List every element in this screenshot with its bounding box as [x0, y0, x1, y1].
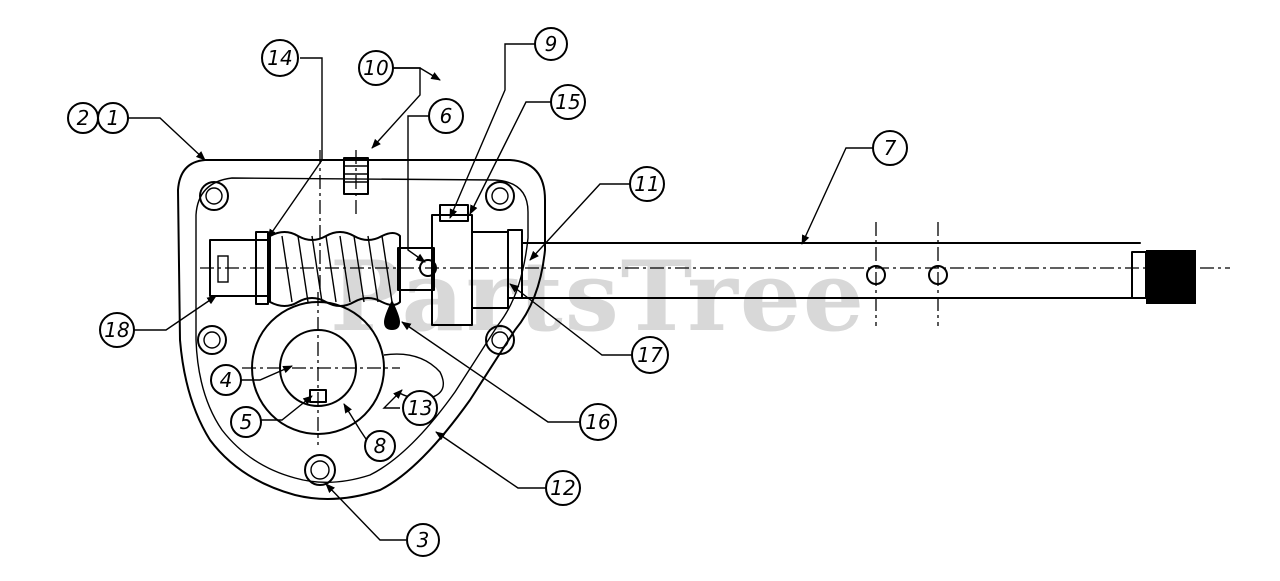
- callout-14: 14: [261, 39, 299, 77]
- svg-text:10: 10: [363, 56, 388, 80]
- svg-text:7: 7: [884, 136, 897, 160]
- callout-12: 12: [545, 470, 581, 506]
- svg-text:9: 9: [545, 32, 558, 56]
- svg-text:3: 3: [417, 528, 430, 552]
- callout-7: 7: [872, 130, 908, 166]
- worm-shaft-assembly: [200, 204, 1230, 326]
- callout-18: 18: [99, 312, 135, 348]
- mounting-boss-top-left: [199, 181, 229, 211]
- gearbox-housing: [177, 159, 546, 500]
- callout-4: 4: [210, 364, 242, 396]
- output-shaft: [521, 222, 1196, 326]
- callout-3: 3: [406, 523, 440, 557]
- callout-8: 8: [364, 430, 396, 462]
- svg-text:15: 15: [555, 90, 580, 114]
- splined-end: [1131, 250, 1196, 304]
- callout-10: 10: [358, 50, 394, 86]
- callout-1: 1: [97, 102, 129, 134]
- svg-text:2: 2: [77, 106, 90, 130]
- watermark: PartsTree: [330, 240, 866, 353]
- svg-text:12: 12: [550, 476, 575, 500]
- svg-text:16: 16: [585, 410, 610, 434]
- svg-text:11: 11: [634, 172, 659, 196]
- mounting-boss-top-right: [485, 181, 515, 211]
- svg-text:1: 1: [107, 106, 120, 130]
- svg-text:14: 14: [267, 46, 292, 70]
- svg-text:4: 4: [220, 368, 233, 392]
- svg-text:13: 13: [407, 396, 432, 420]
- worm-wheel-gear: [242, 292, 444, 445]
- mounting-boss-mid-right: [485, 325, 515, 355]
- pin: [419, 259, 437, 277]
- callout-11: 11: [629, 166, 665, 202]
- callout-17: 17: [631, 336, 669, 374]
- callout-16: 16: [579, 403, 617, 441]
- svg-text:8: 8: [374, 434, 387, 458]
- svg-text:17: 17: [637, 343, 663, 367]
- mounting-boss-mid-left: [197, 325, 227, 355]
- callout-6: 6: [428, 98, 464, 134]
- callout-15: 15: [550, 84, 586, 120]
- oil-drop-icon: [384, 300, 400, 330]
- mounting-boss-bottom: [304, 454, 336, 486]
- svg-text:5: 5: [240, 410, 253, 434]
- svg-text:6: 6: [440, 104, 453, 128]
- svg-text:18: 18: [104, 318, 129, 342]
- callout-13: 13: [402, 390, 438, 426]
- callout-5: 5: [230, 406, 262, 438]
- fill-plug: [343, 150, 369, 214]
- callout-2: 2: [67, 102, 99, 134]
- callout-9: 9: [534, 27, 568, 61]
- leader-lines: [128, 43, 874, 541]
